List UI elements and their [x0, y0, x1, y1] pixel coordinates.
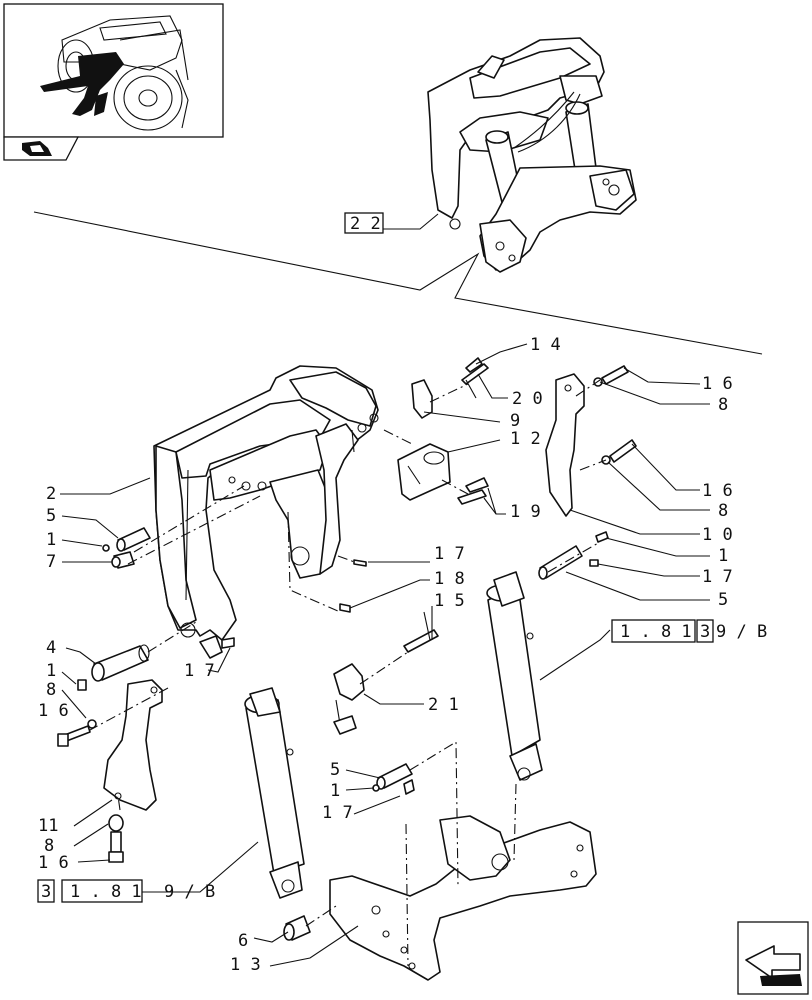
label-2: 2: [46, 484, 56, 504]
front-hitch-assembly-overview: [427, 37, 637, 273]
label-11: 11: [38, 816, 58, 836]
pin-part-5-left: [116, 527, 151, 552]
bolt-part-16b: [601, 439, 637, 465]
dashed-line-13: [359, 651, 409, 685]
lower-link-part-13: [329, 815, 597, 981]
dashed-line-12: [337, 555, 361, 565]
label-16c: 1 6: [38, 701, 69, 721]
label-1c: 1: [46, 661, 56, 681]
dashed-line-15: [405, 823, 409, 967]
pin-part-18: [339, 603, 351, 613]
label-4: 4: [46, 638, 56, 658]
label-16b: 1 6: [702, 481, 733, 501]
label-15: 1 5: [434, 591, 465, 611]
hydraulic-cylinder-right: [486, 571, 543, 781]
sensor-bracket-part-21: [333, 629, 439, 735]
dashed-line-1: [133, 485, 245, 553]
next-page-arrow-icon[interactable]: [737, 921, 809, 995]
ref-left-box: 1 . 8 1: [70, 882, 142, 902]
plate-part-9: [411, 379, 433, 419]
pin-part-5-right: [538, 545, 583, 580]
pin-part-4: [91, 644, 150, 682]
bracket-part-10: [545, 373, 585, 517]
pin-part-17c: [221, 637, 235, 649]
bolt-part-16c: [57, 719, 97, 747]
bolt-part-19: [457, 477, 489, 505]
label-13: 1 3: [230, 955, 261, 975]
label-1b: 1: [46, 530, 56, 550]
label-22: 2 2: [350, 214, 381, 234]
bracket-part-12: [397, 443, 451, 501]
dashed-line-16: [513, 783, 517, 861]
label-5a: 5: [718, 590, 728, 610]
hydraulic-cylinder-left: [244, 687, 305, 899]
label-8a: 8: [718, 395, 728, 415]
label-6: 6: [238, 931, 248, 951]
dashed-line-11: [287, 511, 341, 613]
clip-part-1c: [77, 679, 87, 691]
label-17a: 1 7: [702, 567, 733, 587]
dashed-line-17: [305, 905, 337, 927]
dashed-line-4: [89, 687, 169, 731]
label-20: 2 0: [512, 389, 543, 409]
label-5b: 5: [46, 506, 56, 526]
label-14: 1 4: [530, 335, 561, 355]
pin-part-17a: [353, 559, 367, 567]
label-19: 1 9: [510, 502, 541, 522]
ref-left-num: 3: [41, 882, 51, 902]
tractor-location-thumbnail: [3, 3, 224, 138]
section-break-line: [33, 211, 763, 355]
bolt-part-14: [461, 357, 489, 385]
clip-part-1a: [102, 544, 110, 552]
bracket-part-11: [103, 679, 163, 811]
label-18: 1 8: [434, 569, 465, 589]
label-8d: 8: [44, 836, 54, 856]
clip-part-1-right: [595, 531, 609, 543]
bolt-part-16a: [593, 365, 629, 387]
ref-right-suffix: 9 / B: [716, 622, 767, 642]
label-8c: 8: [46, 680, 56, 700]
reference-callout-left: 3 1 . 8 1 9 / B: [37, 841, 259, 903]
label-12: 1 2: [510, 429, 541, 449]
dashed-line-7: [441, 479, 469, 495]
pin-part-17b: [589, 559, 599, 567]
label-21: 2 1: [428, 695, 459, 715]
label-17c: 1 7: [184, 661, 215, 681]
dashed-line-2: [127, 495, 261, 565]
dashed-line-9: [575, 379, 601, 397]
front-hitch-frame-part-2: [153, 365, 379, 659]
label-17b: 1 7: [434, 544, 465, 564]
callout-22: 2 2: [344, 212, 439, 234]
bushing-part-7: [111, 551, 135, 569]
dashed-line-5: [117, 795, 121, 811]
hitch-section-icon: [3, 136, 80, 161]
label-9: 9: [510, 411, 520, 431]
label-10: 1 0: [702, 525, 733, 545]
label-16d: 1 6: [38, 853, 69, 873]
ref-right-box: 1 . 8 1: [620, 622, 692, 642]
label-7: 7: [46, 552, 56, 572]
reference-callout-right: 1 . 8 1 3 9 / B: [539, 619, 767, 681]
ref-right-num: 3: [700, 622, 710, 642]
label-1d: 1: [330, 781, 340, 801]
label-17d: 1 7: [322, 803, 353, 823]
label-5c: 5: [330, 760, 340, 780]
dashed-line-6: [383, 429, 413, 445]
label-8b: 8: [718, 501, 728, 521]
bushing-part-6: [283, 915, 311, 941]
bolt-part-16d: [108, 814, 124, 863]
dashed-line-14: [409, 741, 459, 887]
dashed-line-3: [147, 621, 197, 653]
pin-part-17d: [403, 779, 415, 795]
dashed-line-10: [579, 459, 607, 471]
label-1a: 1: [718, 546, 728, 566]
label-16a: 1 6: [702, 374, 733, 394]
dashed-line-8: [429, 383, 469, 403]
